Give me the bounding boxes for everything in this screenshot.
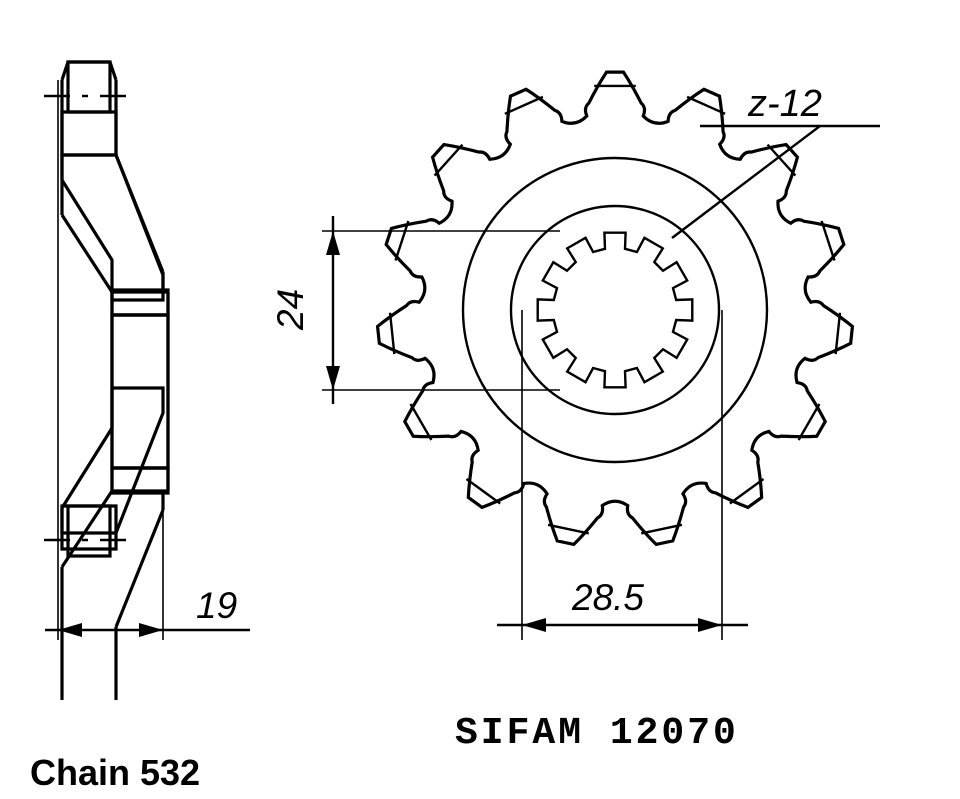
tooth-tip-chords bbox=[388, 84, 842, 535]
bolt-circle-inner bbox=[509, 204, 721, 416]
section-upper-tooth bbox=[60, 60, 118, 157]
tooth-tip-chord bbox=[729, 478, 765, 505]
z12-label: z-12 bbox=[747, 83, 822, 125]
tooth-tip-chord bbox=[820, 220, 836, 261]
dimension-24: 24 bbox=[270, 216, 340, 404]
dim-24-text: 24 bbox=[270, 289, 311, 331]
tooth-tip-chord bbox=[394, 220, 410, 261]
section-view: 19 bbox=[44, 60, 250, 700]
dimension-19: 19 bbox=[45, 585, 250, 637]
tooth-tip-chord bbox=[504, 95, 544, 115]
section-hub-bore bbox=[110, 313, 170, 470]
section-hub-shoulder-upper bbox=[110, 288, 170, 317]
tooth-tip-chord bbox=[797, 403, 821, 441]
tooth-tip-chord bbox=[409, 403, 433, 441]
dim-19-text: 19 bbox=[196, 585, 237, 626]
tooth-tip-chord bbox=[433, 143, 464, 177]
dimension-285: 28.5 bbox=[497, 577, 748, 632]
arrow-19-right bbox=[139, 623, 163, 637]
section-silhouette bbox=[60, 60, 170, 700]
arrow-24-top bbox=[326, 231, 340, 255]
tooth-tip-chord bbox=[640, 523, 683, 535]
arrow-24-bottom bbox=[326, 366, 340, 390]
tooth-tip-chord bbox=[465, 478, 501, 505]
section-tooth-body-upper bbox=[60, 110, 118, 157]
chain-label: Chain 532 bbox=[30, 752, 200, 793]
tooth-tip-chord bbox=[686, 95, 726, 115]
section-tooth-tip-upper bbox=[66, 60, 112, 114]
arrow-19-left bbox=[58, 623, 82, 637]
section-lower-tooth bbox=[60, 504, 118, 558]
arrow-285-right bbox=[698, 618, 722, 632]
sprocket-teeth-outline bbox=[375, 70, 855, 547]
arrow-285-left bbox=[522, 618, 546, 632]
section-web-upper bbox=[60, 153, 165, 302]
section-centerlines bbox=[44, 94, 134, 542]
bolt-circle-outer bbox=[461, 156, 769, 464]
tooth-tip-chord bbox=[834, 312, 842, 355]
spline-hub-outline bbox=[536, 231, 694, 389]
sprocket-front-view: z-12 24 28.5 bbox=[270, 70, 880, 640]
leader-line-z12 bbox=[671, 125, 821, 239]
dim-285-text: 28.5 bbox=[571, 577, 644, 618]
tooth-tip-chord bbox=[766, 143, 797, 177]
tooth-tip-chord bbox=[388, 312, 396, 355]
section-web-lower bbox=[60, 386, 165, 535]
tooth-tip-chord bbox=[547, 523, 590, 535]
part-number-label: SIFAM 12070 bbox=[455, 712, 739, 755]
leader-z12 bbox=[671, 124, 880, 239]
